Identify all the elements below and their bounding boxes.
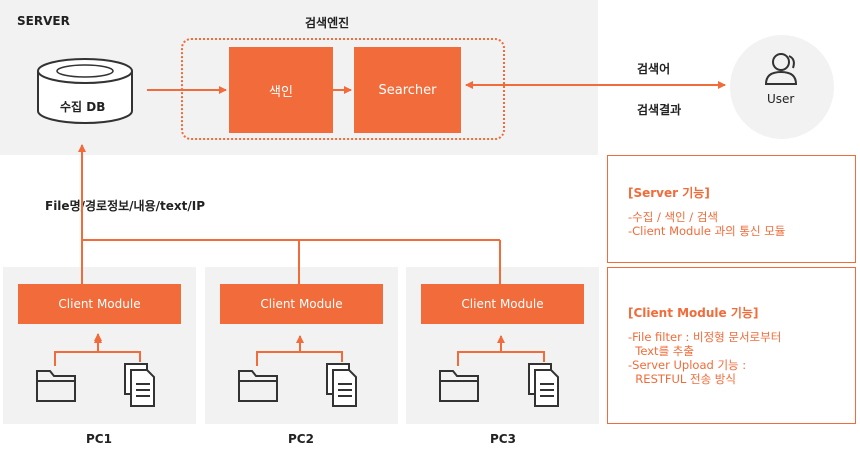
folder-icon: [439, 370, 479, 402]
client-feature-line: RESTFUL 전송 방식: [628, 372, 736, 386]
server-features-title: [Server 기능]: [628, 186, 710, 200]
db-label: 수집 DB: [60, 100, 106, 114]
query-label: 검색어: [637, 62, 671, 76]
engine-label: 검색엔진: [305, 16, 350, 30]
server-feature-line: -Client Module 과의 통신 모듈: [628, 224, 786, 238]
server-feature-line: -수집 / 색인 / 검색: [628, 210, 719, 224]
pc-label-3: PC3: [490, 432, 516, 446]
client-feature-line: -File filter : 비정형 문서로부터: [628, 330, 782, 344]
server-features-box: [Server 기능] -수집 / 색인 / 검색 -Client Module…: [607, 155, 856, 263]
result-label: 검색결과: [637, 103, 682, 117]
document-icon: [326, 363, 357, 407]
server-label: SERVER: [17, 14, 70, 28]
pc-label-2: PC2: [288, 432, 314, 446]
client-module-3: Client Module: [421, 284, 584, 324]
folder-icon: [36, 370, 76, 402]
client-module-1: Client Module: [18, 284, 181, 324]
pc-label-1: PC1: [86, 432, 112, 446]
user-icon: [764, 53, 798, 85]
folder-icon: [238, 370, 278, 402]
client-feature-line: Text를 추출: [628, 344, 694, 358]
document-icon: [528, 363, 559, 407]
client-features-box: [Client Module 기능] -File filter : 비정형 문서…: [607, 267, 856, 424]
user-node: [730, 35, 834, 139]
client-features-title: [Client Module 기능]: [628, 306, 759, 320]
client-feature-line: -Server Upload 기능 :: [628, 358, 747, 372]
data-flow-label: File명/경로정보/내용/text/IP: [45, 199, 205, 213]
user-label: User: [767, 92, 795, 106]
document-icon: [124, 363, 155, 407]
client-module-2: Client Module: [220, 284, 383, 324]
indexer-box: 색인: [229, 47, 333, 133]
database-icon: [37, 58, 133, 124]
searcher-box: Searcher: [354, 47, 461, 133]
